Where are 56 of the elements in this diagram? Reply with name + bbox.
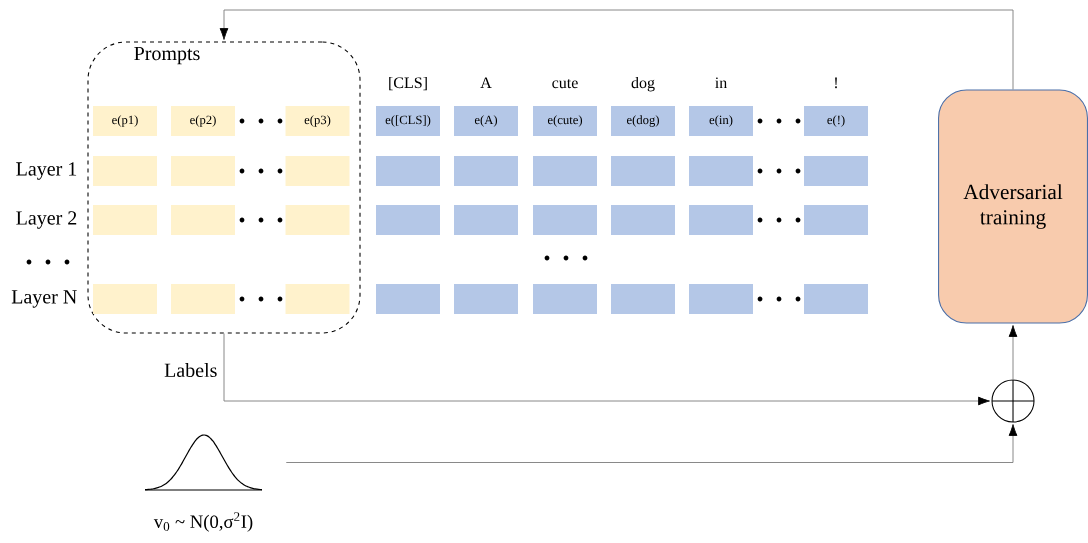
embedding-cell bbox=[689, 205, 753, 235]
embedding-cell bbox=[376, 205, 440, 235]
embedding-cell bbox=[93, 205, 157, 235]
process-box: Adversarial training bbox=[938, 89, 1088, 324]
embedding-cell bbox=[611, 284, 675, 314]
embedding-cell bbox=[533, 156, 597, 186]
embedding-cell bbox=[611, 205, 675, 235]
embedding-cell bbox=[171, 205, 235, 235]
edge-label: Labels bbox=[162, 361, 219, 379]
group-heading: Prompts bbox=[134, 46, 200, 65]
embedding-cell bbox=[533, 205, 597, 235]
embedding-cell bbox=[804, 284, 868, 314]
embedding-cell: e([CLS]) bbox=[376, 106, 440, 136]
embedding-cell bbox=[285, 284, 350, 314]
embedding-cell bbox=[454, 284, 518, 314]
embedding-cell bbox=[93, 156, 157, 186]
dashed-group-box bbox=[87, 41, 361, 334]
token-word: in bbox=[715, 77, 727, 88]
embedding-cell bbox=[689, 156, 753, 186]
embedding-cell: e(!) bbox=[804, 106, 868, 136]
connector-arrow bbox=[223, 333, 990, 406]
embedding-cell: e(in) bbox=[689, 106, 753, 136]
embedding-cell: e(A) bbox=[454, 106, 518, 136]
embedding-cell bbox=[689, 284, 753, 314]
embedding-cell bbox=[171, 156, 235, 186]
layer-label: Layer 1 bbox=[16, 162, 77, 180]
layer-label: Layer 2 bbox=[16, 211, 77, 229]
embedding-cell bbox=[804, 205, 868, 235]
embedding-cell bbox=[93, 284, 157, 314]
connector-arrow bbox=[1008, 325, 1018, 380]
embedding-cell bbox=[533, 284, 597, 314]
connector-arrow bbox=[219, 9, 1014, 90]
embedding-cell: e(cute) bbox=[533, 106, 597, 136]
embedding-cell: e(dog) bbox=[611, 106, 675, 136]
embedding-cell: e(p2) bbox=[171, 106, 235, 136]
embedding-cell bbox=[285, 156, 350, 186]
embedding-cell: e(p3) bbox=[285, 106, 350, 136]
token-word: [CLS] bbox=[389, 76, 427, 91]
embedding-cell bbox=[454, 156, 518, 186]
embedding-cell bbox=[171, 284, 235, 314]
embedding-cell bbox=[376, 156, 440, 186]
token-word: cute bbox=[552, 79, 578, 89]
embedding-cell: e(p1) bbox=[93, 106, 157, 136]
token-word: ! bbox=[835, 77, 837, 89]
gaussian-curve-drawing bbox=[144, 434, 263, 491]
token-word: dog bbox=[631, 76, 655, 92]
embedding-cell bbox=[376, 284, 440, 314]
token-word: A bbox=[480, 77, 492, 88]
formula-text: v$_{0}$ ~ N(0,σ$^{2}$I) bbox=[153, 512, 253, 532]
embedding-cell bbox=[454, 205, 518, 235]
connector-arrow bbox=[285, 424, 1018, 463]
embedding-cell bbox=[804, 156, 868, 186]
embedding-cell bbox=[285, 205, 350, 235]
embedding-cell bbox=[611, 156, 675, 186]
sum-circle bbox=[991, 379, 1035, 423]
layer-label: Layer N bbox=[11, 290, 77, 308]
